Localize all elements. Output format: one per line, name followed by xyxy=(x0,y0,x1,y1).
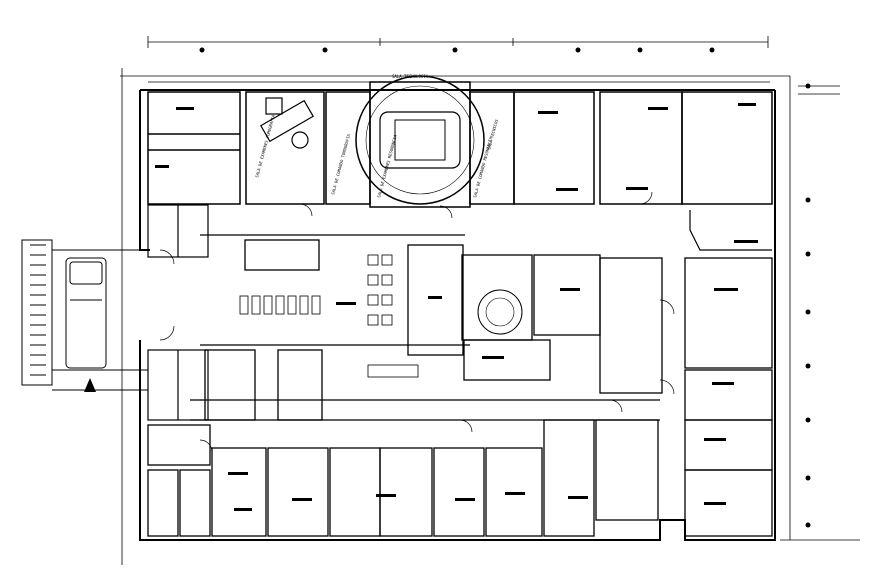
resonance-field-inner xyxy=(365,85,475,195)
xray-circle xyxy=(477,289,523,335)
west-restrooms xyxy=(147,204,209,421)
resonance-bed xyxy=(394,119,446,161)
center-rooms xyxy=(204,239,663,421)
waiting-seats xyxy=(239,254,419,378)
label-tomography-control: SALA DE COMANDO TOMOGRAFIA xyxy=(330,133,351,195)
ambulance-bay xyxy=(21,239,148,391)
north-rooms xyxy=(147,81,773,208)
entry-arrow-icon xyxy=(84,378,96,392)
resonance-machine xyxy=(379,111,461,169)
dimension-markers xyxy=(199,47,811,528)
dimension-lines xyxy=(120,36,860,565)
corridor-walls xyxy=(190,210,772,421)
xray-circle-inner xyxy=(485,297,515,327)
door-swings xyxy=(159,191,675,453)
room-label-bars xyxy=(155,103,758,511)
south-rooms xyxy=(147,257,773,537)
label-technician-room: SALA TECNICOS xyxy=(486,118,499,150)
label-top-note: SALA TECNOLOGIA xyxy=(392,74,429,79)
tomography-machine xyxy=(260,97,314,149)
resonance-field-circle xyxy=(355,75,485,205)
